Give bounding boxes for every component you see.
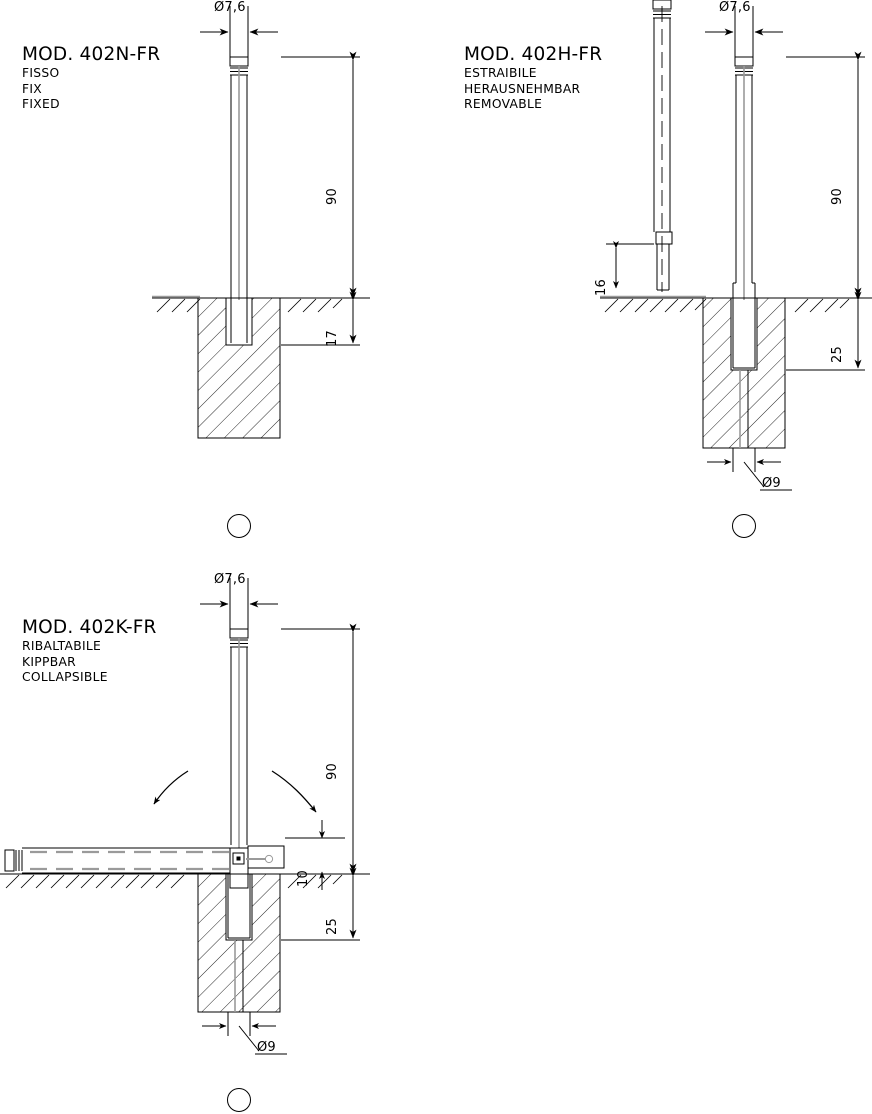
dim-label-diameter-402k: Ø7,6 (214, 572, 246, 587)
view-402n-geometry (152, 6, 370, 538)
dim-diameter9-402h (707, 448, 792, 491)
model-subtitle-402k-de: KIPPBAR (22, 654, 77, 669)
ground-line-402k (0, 873, 370, 889)
post-shaft-402n (230, 75, 248, 298)
dim-90-402k (281, 623, 360, 873)
dim-16-402h (606, 241, 654, 289)
dim-label-90-402n: 90 (325, 188, 340, 205)
top-view-circle-402n (227, 514, 251, 538)
dim-10-402k (285, 820, 345, 890)
model-title-402k: MOD. 402K-FR (22, 617, 157, 638)
dim-diameter9-402k (202, 1012, 287, 1055)
dim-label-90-402h: 90 (830, 188, 845, 205)
model-subtitle-402k-en: COLLAPSIBLE (22, 670, 108, 685)
title-block-402k: MOD. 402K-FR RIBALTABILE KIPPBAR COLLAPS… (22, 617, 157, 686)
dim-diameter-402n (200, 6, 278, 66)
post-shaft-402h (732, 75, 756, 298)
foundation-block-402h (702, 297, 786, 449)
model-subtitle-402h-en: REMOVABLE (464, 97, 543, 112)
rotation-arrow-left (153, 770, 189, 805)
dim-25-402h (786, 291, 865, 371)
dim-17-402n (281, 291, 360, 346)
dim-label-diameter-402n: Ø7,6 (214, 0, 246, 15)
dim-label-diameter9-402k: Ø9 (257, 1040, 276, 1055)
dim-label-diameter-402h: Ø7,6 (719, 0, 751, 15)
title-block-402n: MOD. 402N-FR FISSO FIX FIXED (22, 44, 160, 113)
view-402h-geometry (600, 0, 872, 538)
detached-post-402h (652, 0, 673, 292)
dim-label-10-402k: 10 (296, 870, 311, 887)
model-subtitle-402h-it: ESTRAIBILE (464, 66, 537, 80)
dim-label-17-402n: 17 (325, 330, 340, 347)
dim-label-90-402k: 90 (325, 763, 340, 780)
dim-25-402k (281, 867, 360, 941)
model-subtitle-402n-de: FIX (22, 81, 43, 96)
ground-line-402h (600, 295, 872, 313)
dim-label-25-402h: 25 (830, 346, 845, 363)
rotation-arrow-right (271, 770, 317, 813)
top-view-circle-402h (732, 514, 756, 538)
dim-diameter-402h (705, 6, 783, 66)
dim-label-16-402h: 16 (594, 279, 609, 296)
dim-label-25-402k: 25 (325, 918, 340, 935)
model-title-402n: MOD. 402N-FR (22, 44, 161, 65)
model-subtitle-402k-it: RIBALTABILE (22, 639, 102, 653)
model-subtitle-402n-en: FIXED (22, 97, 60, 112)
dim-90-402n (281, 51, 360, 297)
title-block-402h: MOD. 402H-FR ESTRAIBILE HERAUSNEHMBAR RE… (464, 44, 602, 113)
post-shaft-402k (230, 647, 248, 845)
top-view-circle-402k (227, 1088, 251, 1112)
folded-post-402k (4, 847, 232, 874)
view-402k-geometry (0, 578, 370, 1112)
model-subtitle-402n-it: FISSO (22, 66, 60, 80)
model-title-402h: MOD. 402H-FR (464, 44, 603, 65)
model-subtitle-402h-de: HERAUSNEHMBAR (464, 81, 581, 96)
foundation-block-402n (197, 297, 281, 439)
dim-diameter-402k (200, 578, 278, 638)
dim-90-402h (786, 51, 865, 297)
foundation-block-402k (197, 873, 281, 1013)
dim-label-diameter9-402h: Ø9 (762, 476, 781, 491)
hinge-mechanism-402k (229, 845, 285, 889)
